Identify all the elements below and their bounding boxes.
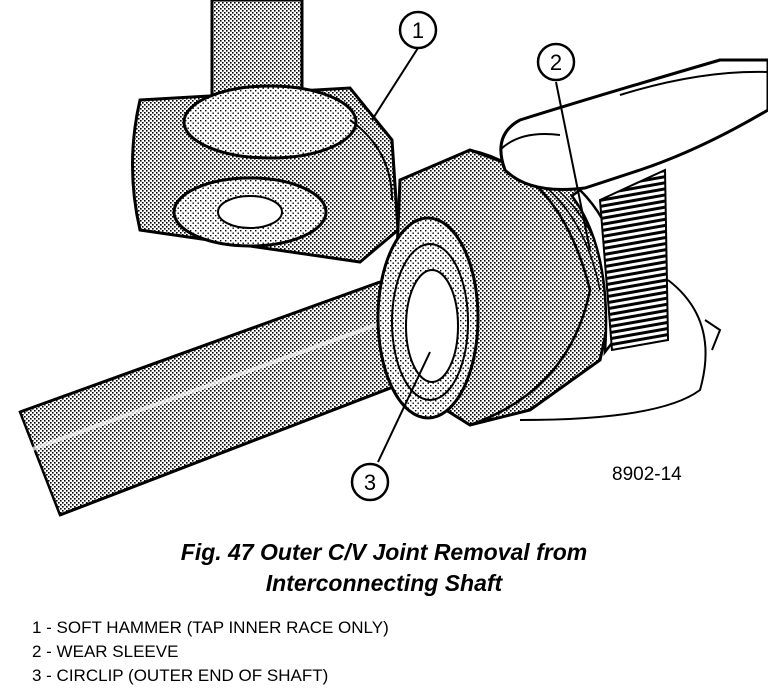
callout-1-label: 1 (412, 18, 424, 43)
illustration: 1 2 3 8902-14 (18, 0, 768, 517)
legend-item-wear-sleeve: 2 - WEAR SLEEVE (32, 642, 179, 661)
legend-item-soft-hammer: 1 - SOFT HAMMER (TAP INNER RACE ONLY) (32, 618, 389, 637)
leader-lines (371, 47, 591, 463)
figure-code: 8902-14 (612, 464, 682, 485)
callout-2: 2 (536, 42, 576, 82)
figure-caption-line-1: Fig. 47 Outer C/V Joint Removal from (180, 539, 588, 565)
callout-3: 3 (350, 462, 390, 502)
legend-item-circlip: 3 - CIRCLIP (OUTER END OF SHAFT) (32, 666, 329, 685)
callout-1: 1 (398, 10, 438, 50)
callout-2-label: 2 (550, 50, 562, 75)
cv-joint-housing (376, 148, 622, 427)
soft-hammer (131, 0, 400, 264)
interconnecting-shaft (18, 280, 434, 517)
figure-caption-line-2: Interconnecting Shaft (265, 570, 503, 596)
technician-hand (499, 58, 768, 421)
outer-shaft-end (598, 168, 670, 352)
callout-3-label: 3 (364, 470, 376, 495)
